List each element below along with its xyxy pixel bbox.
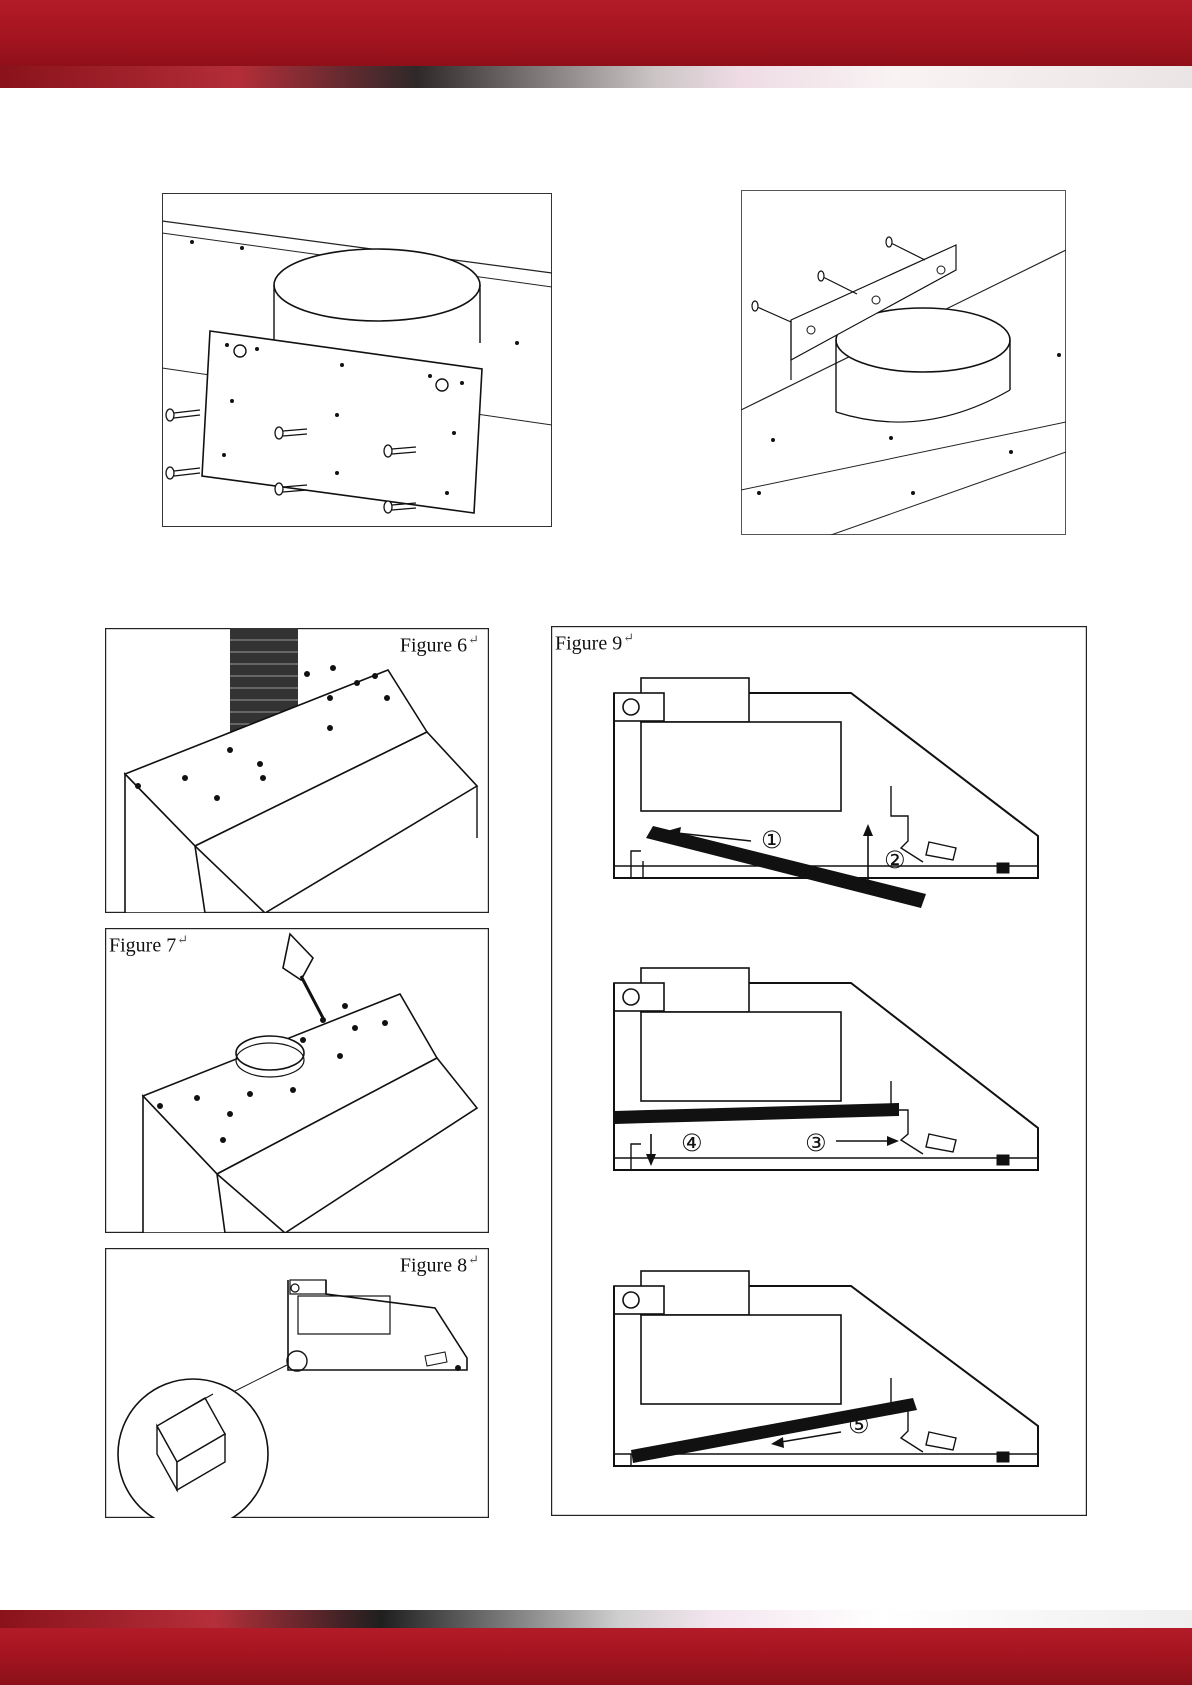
bottom-banner-sheen [0,1610,1192,1630]
figure-8-panel: Figure 8↵ [105,1248,489,1518]
step-3-marker: ③ [805,1129,827,1157]
return-mark: ↵ [468,632,479,647]
return-mark: ↵ [468,1252,479,1267]
return-mark: ↵ [177,932,188,947]
figure-9-label: Figure 9↵ [555,630,634,656]
figure-6-panel: Figure 6↵ [105,628,489,913]
figure-9-panel: ① ② ④ ③ [551,626,1087,1516]
step-1-marker: ① [761,826,783,854]
figure-6-label: Figure 6↵ [400,632,479,658]
figure-8-drawing [105,1248,489,1518]
duct-collar-drawing [741,190,1066,535]
figure-9-drawing: ① ② ④ ③ [551,626,1087,1516]
figure-7-label: Figure 7↵ [109,932,188,958]
top-banner-sheen [0,66,1192,88]
step-4-marker: ④ [681,1129,703,1157]
bottom-banner [0,1628,1192,1685]
figure-7-label-text: Figure 7 [109,935,176,957]
figure-9-label-text: Figure 9 [555,633,622,655]
figure-8-label: Figure 8↵ [400,1252,479,1278]
return-mark: ↵ [623,630,634,645]
duct-collar-figure [741,190,1066,535]
mounting-plate-figure [162,193,552,527]
mounting-plate-drawing [162,193,552,527]
step-2-marker: ② [884,846,906,874]
figure-7-drawing [105,928,489,1233]
step-5-marker: ⑤ [848,1411,870,1439]
figure-8-label-text: Figure 8 [400,1255,467,1277]
figure-6-drawing [105,628,489,913]
figure-6-label-text: Figure 6 [400,635,467,657]
figure-7-panel: Figure 7↵ [105,928,489,1233]
